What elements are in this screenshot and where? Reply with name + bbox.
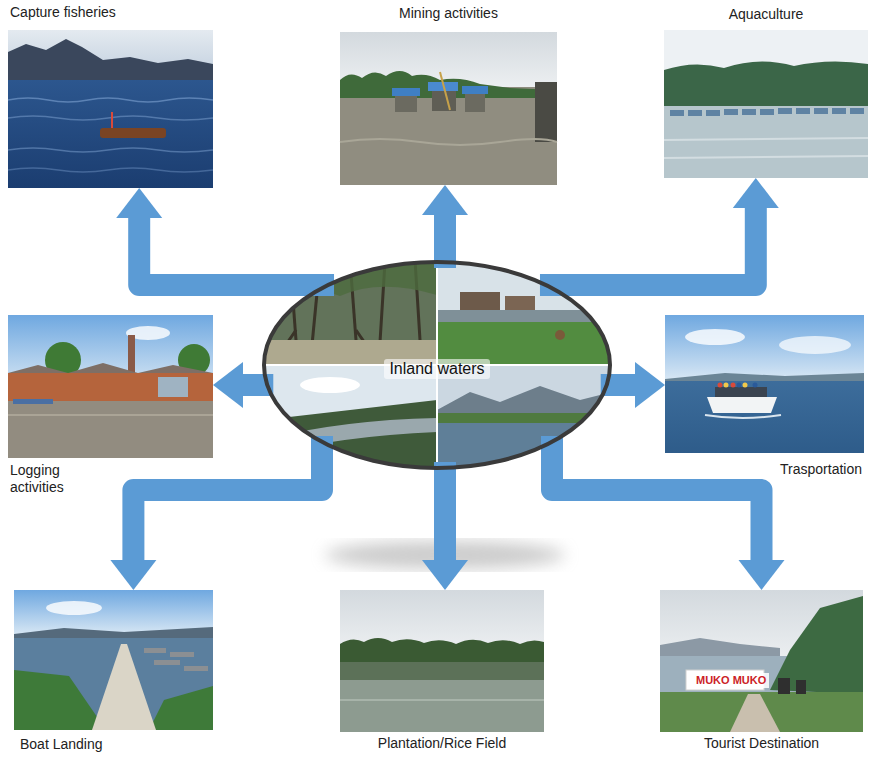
photo-caption: Plantation/Rice Field: [340, 735, 544, 752]
arrow-band: [139, 217, 334, 285]
photo-capture: [8, 30, 213, 188]
sign-text: MUKO MUKO: [693, 673, 769, 688]
photo-node: Tourist Destination: [660, 590, 863, 732]
center-label: Inland waters: [384, 359, 489, 379]
flow-arrow: [110, 436, 322, 590]
photo-logging: [8, 315, 213, 458]
photo-node: Aquaculture: [664, 30, 868, 178]
arrow-band: [133, 436, 322, 561]
ellipse-text-holder: Inland waters: [262, 260, 612, 470]
photo-inland-waters: [262, 260, 612, 470]
flow-arrow: [422, 185, 468, 268]
photo-node: Plantation/Rice Field: [340, 590, 544, 732]
photo-caption: Logging activities: [10, 462, 90, 496]
flow-arrow: [552, 436, 785, 590]
photo-node: Capture fisheries: [8, 30, 213, 188]
photo-caption: Boat Landing: [20, 736, 210, 753]
arrow-band: [434, 214, 456, 268]
photo-tourist: [660, 590, 863, 732]
arrow-head: [422, 185, 468, 215]
arrow-head: [213, 362, 243, 408]
photo-caption: Mining activities: [340, 5, 557, 22]
photo-node: Boat Landing: [14, 590, 213, 730]
photo-node: Trasportation: [665, 315, 864, 453]
photo-caption: Capture fisheries: [10, 4, 210, 21]
flow-arrow: [116, 188, 334, 285]
center-ellipse: Inland waters: [262, 260, 612, 470]
arrow-band: [552, 436, 762, 561]
arrow-head: [635, 362, 665, 408]
photo-mining: [340, 32, 557, 185]
photo-aquaculture: [664, 30, 868, 178]
arrow-head: [422, 560, 468, 590]
photo-node: Logging activities: [8, 315, 213, 458]
arrow-band: [434, 462, 456, 561]
flow-arrow: [422, 462, 468, 590]
photo-plantation: [340, 590, 544, 732]
photo-caption: Trasportation: [665, 461, 862, 478]
flow-arrow: [540, 178, 779, 285]
arrow-head: [739, 560, 785, 590]
photo-boat-landing: [14, 590, 213, 730]
photo-node: Mining activities: [340, 32, 557, 185]
arrow-head: [110, 560, 156, 590]
arrow-band: [540, 207, 756, 285]
arrow-head: [116, 188, 162, 218]
photo-caption: Tourist Destination: [660, 735, 863, 752]
photo-caption: Aquaculture: [664, 6, 868, 23]
photo-transportation: [665, 315, 864, 453]
ellipse-border: [264, 262, 610, 468]
arrow-head: [733, 178, 779, 208]
